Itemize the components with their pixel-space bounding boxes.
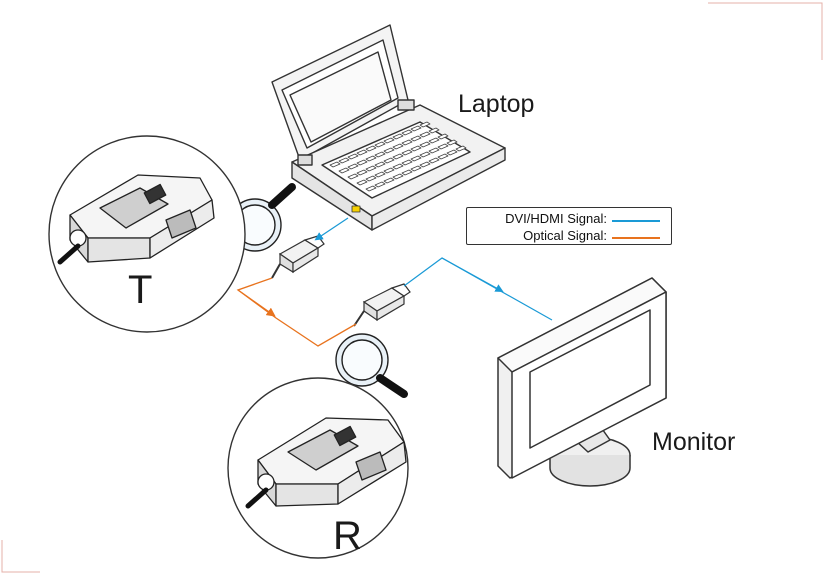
transmitter-label: T	[128, 268, 153, 312]
keyboard-key	[410, 135, 422, 142]
legend-dvi-hdmi-line	[612, 220, 660, 222]
keyboard-key	[401, 129, 413, 136]
keyboard-key	[365, 175, 377, 182]
keyboard-key	[383, 157, 395, 164]
keyboard-key	[365, 185, 377, 192]
keyboard-key	[437, 143, 449, 150]
corner-mark-top-right	[708, 2, 823, 60]
keyboard-key	[428, 147, 440, 154]
keyboard-key	[356, 159, 368, 166]
keyboard-key	[383, 137, 395, 144]
keyboard-key	[410, 165, 422, 172]
laptop-label: Laptop	[458, 90, 535, 118]
magnifier-receiver	[335, 333, 408, 398]
keyboard-key	[338, 157, 350, 164]
keyboard-key	[401, 149, 413, 156]
keyboard-key	[374, 151, 386, 158]
keyboard-key	[374, 181, 386, 188]
keyboard-key	[329, 161, 341, 168]
zoom-view-receiver	[227, 377, 409, 559]
keyboard-key	[365, 155, 377, 162]
corner-mark-bottom-left	[1, 540, 40, 573]
monitor-illustration	[497, 277, 667, 487]
optical-signal-line	[236, 277, 357, 347]
keyboard-key	[374, 141, 386, 148]
legend-optical-label: Optical Signal:	[523, 228, 607, 243]
keyboard-key	[419, 161, 431, 168]
keyboard-key	[437, 153, 449, 160]
legend-optical-line	[612, 237, 660, 239]
keyboard-key	[392, 163, 404, 170]
keyboard-key	[401, 139, 413, 146]
keyboard-key	[392, 143, 404, 150]
keyboard-key	[347, 153, 359, 160]
keyboard-key	[356, 169, 368, 176]
keyboard-key	[347, 173, 359, 180]
keyboard-key	[374, 171, 386, 178]
keyboard-key	[374, 161, 386, 168]
keyboard-key	[356, 179, 368, 186]
laptop-illustration	[271, 24, 506, 231]
keyboard-key	[446, 149, 458, 156]
receiver-label: R	[333, 514, 362, 558]
dvi-signal-receiver-to-monitor	[403, 257, 553, 321]
zoom-view-transmitter	[48, 135, 246, 333]
monitor-label: Monitor	[652, 428, 736, 456]
keyboard-key	[455, 145, 467, 152]
keyboard-key	[446, 139, 458, 146]
keyboard-key	[401, 159, 413, 166]
keyboard-key	[428, 127, 440, 134]
keyboard-key	[437, 133, 449, 140]
dvi-signal-laptop-to-transmitter	[314, 217, 349, 241]
keyboard-key	[383, 177, 395, 184]
keyboard-key	[347, 163, 359, 170]
keyboard-key	[338, 167, 350, 174]
keyboard-key	[410, 145, 422, 152]
keyboard-key	[428, 137, 440, 144]
keyboard-key	[356, 149, 368, 156]
keyboard-key	[365, 145, 377, 152]
keyboard-key	[392, 133, 404, 140]
keyboard-key	[392, 173, 404, 180]
receiver-module	[353, 283, 411, 327]
keyboard-key	[428, 157, 440, 164]
keyboard-key	[419, 141, 431, 148]
keyboard-key	[383, 147, 395, 154]
legend-dvi-hdmi-label: DVI/HDMI Signal:	[505, 211, 607, 226]
keyboard-key	[365, 165, 377, 172]
transmitter-closeup	[57, 174, 215, 265]
receiver-closeup	[245, 417, 407, 509]
keyboard-key	[410, 155, 422, 162]
transmitter-module	[271, 235, 325, 279]
keyboard-key	[383, 167, 395, 174]
keyboard-key	[419, 121, 431, 128]
keyboard-key	[419, 131, 431, 138]
keyboard-key	[392, 153, 404, 160]
signal-legend: DVI/HDMI Signal: Optical Signal:	[466, 207, 672, 245]
keyboard-key	[419, 151, 431, 158]
keyboard-key	[410, 125, 422, 132]
keyboard-key	[401, 169, 413, 176]
